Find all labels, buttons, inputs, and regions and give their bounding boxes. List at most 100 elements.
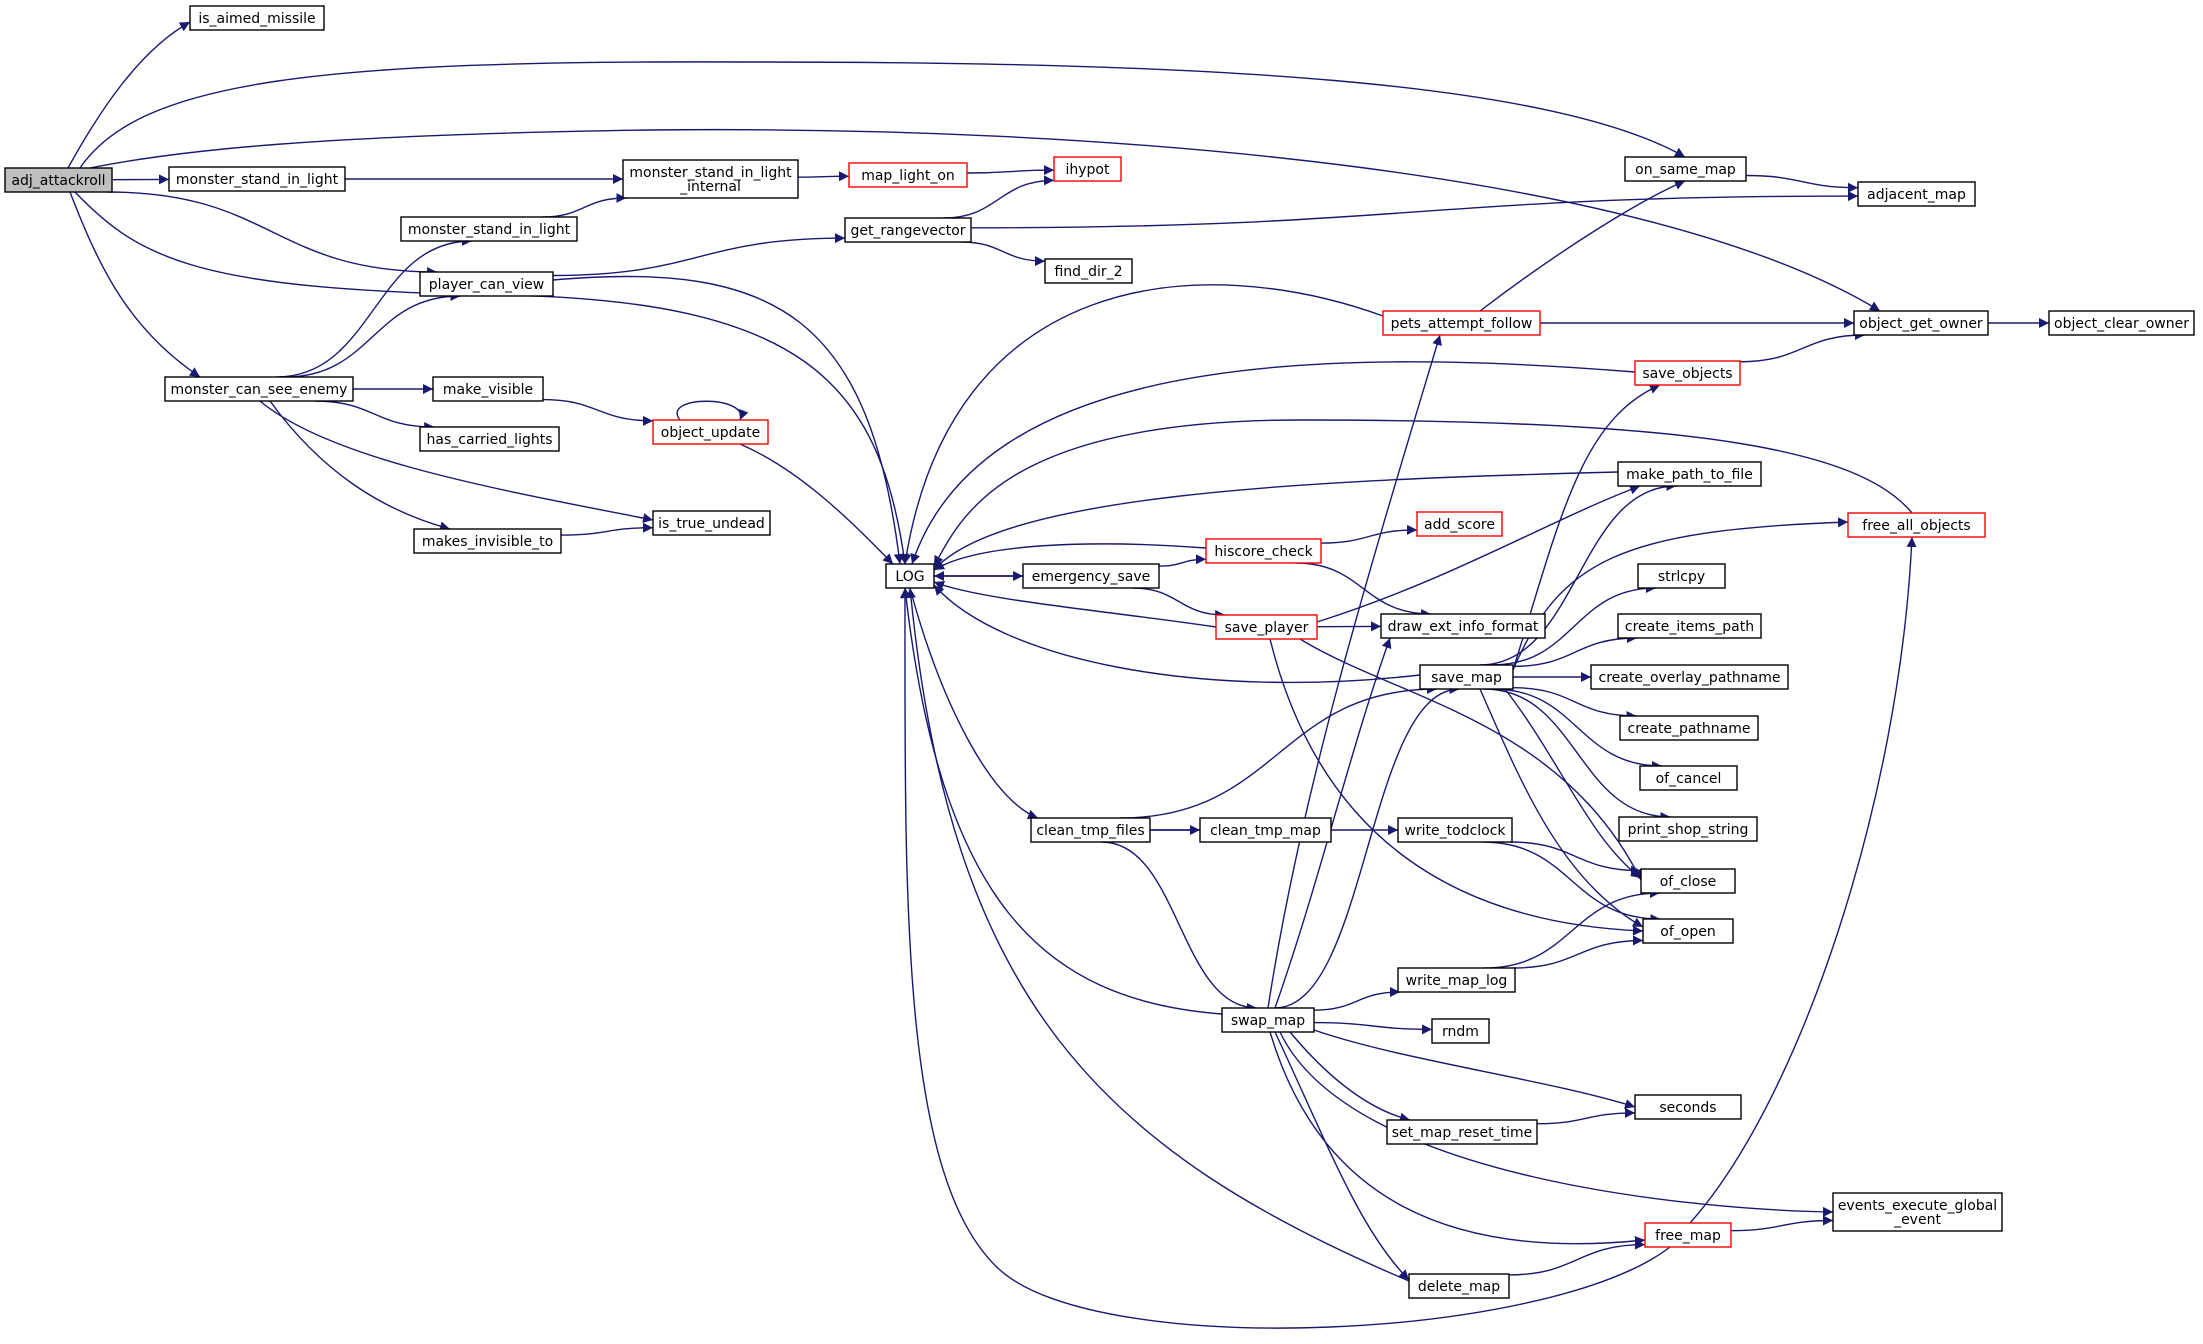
node-save-map[interactable]: save_map (1419, 664, 1514, 690)
edge-group (1536, 1107, 1636, 1125)
edge-get_rangevector-to-ihypot (943, 175, 1055, 219)
node-clean-tmp-files[interactable]: clean_tmp_files (1030, 817, 1151, 843)
node-label: is_aimed_missile (198, 11, 315, 27)
node-is-true-undead[interactable]: is_true_undead (652, 510, 771, 536)
edge-monster_can_see_enemy-to-makes_invisible_to (269, 400, 451, 532)
node-get-rangevector[interactable]: get_rangevector (844, 217, 972, 243)
node-add-score[interactable]: add_score (1416, 511, 1503, 537)
node-rndm[interactable]: rndm (1431, 1018, 1490, 1044)
node-monster-can-see-enemy[interactable]: monster_can_see_enemy (164, 376, 354, 402)
edge-save_map-to-create_pathname (1512, 687, 1637, 721)
node-object-clear-owner[interactable]: object_clear_owner (2048, 310, 2195, 336)
edge-group (1508, 1239, 1646, 1276)
node-label: add_score (1424, 517, 1495, 533)
node-map-light-on[interactable]: map_light_on (848, 162, 968, 188)
node-label: on_same_map (1635, 162, 1736, 178)
edge-group (1158, 554, 1207, 567)
node-clean-tmp-map[interactable]: clean_tmp_map (1199, 817, 1332, 843)
node-label: map_light_on (861, 168, 955, 184)
node-swap-map[interactable]: swap_map (1221, 1007, 1315, 1033)
node-monster-stand-in-light2[interactable]: monster_stand_in_light (400, 216, 578, 242)
node-events-execute-global-event[interactable]: events_execute_global_event (1832, 1192, 2003, 1232)
edges-layer (67, 21, 2049, 1329)
node-of-close[interactable]: of_close (1640, 868, 1736, 894)
node-make-visible[interactable]: make_visible (432, 376, 544, 402)
node-box (1639, 765, 1738, 791)
node-object-update[interactable]: object_update (652, 419, 769, 445)
edge-group (1492, 688, 1663, 771)
node-box (1853, 310, 1989, 336)
node-hiscore-check[interactable]: hiscore_check (1205, 538, 1322, 564)
node-box (844, 217, 972, 243)
node-draw-ext-info-format[interactable]: draw_ext_info_format (1380, 613, 1546, 639)
node-label: seconds (1659, 1100, 1716, 1116)
node-label: get_rangevector (850, 223, 965, 239)
node-label: has_carried_lights (427, 432, 553, 448)
node-adjacent-map[interactable]: adjacent_map (1857, 181, 1976, 207)
edge-group (1730, 1215, 1834, 1232)
node-label: create_pathname (1628, 721, 1751, 737)
edge-hiscore_check-to-LOG (933, 543, 1207, 571)
node-of-open[interactable]: of_open (1642, 918, 1734, 944)
node-box (1617, 613, 1762, 639)
node-label: free_all_objects (1862, 518, 1970, 534)
node-is-aimed-missile[interactable]: is_aimed_missile (189, 5, 325, 31)
edge-group (899, 587, 1671, 1329)
node-create-overlay-pathname[interactable]: create_overlay_pathname (1590, 664, 1789, 690)
edge-swap_map-to-events_execute_global_event (1279, 1031, 1834, 1217)
node-create-pathname[interactable]: create_pathname (1619, 715, 1759, 741)
node-player-can-view[interactable]: player_can_view (419, 271, 554, 297)
node-save-player[interactable]: save_player (1215, 614, 1318, 640)
edge-group (1745, 174, 1859, 193)
node-LOG[interactable]: LOG (885, 563, 935, 589)
edge-free_map-to-free_all_objects (1689, 536, 1917, 1224)
edge-write_todclock-to-of_open (1482, 841, 1661, 924)
edge-save_map-to-make_path_to_file (1479, 481, 1677, 666)
edge-hiscore_check-to-draw_ext_info_format (1295, 562, 1432, 619)
node-on-same-map[interactable]: on_same_map (1624, 156, 1747, 182)
node-of-cancel[interactable]: of_cancel (1639, 765, 1738, 791)
node-label: write_map_log (1406, 973, 1508, 989)
node-print-shop-string[interactable]: print_shop_string (1618, 816, 1758, 842)
node-box (885, 563, 935, 589)
edge-save_map-to-LOG (933, 584, 1421, 684)
node-adj-attackroll[interactable]: adj_attackroll (4, 167, 113, 193)
node-label: object_clear_owner (2054, 316, 2189, 332)
node-delete-map[interactable]: delete_map (1408, 1273, 1510, 1299)
node-seconds[interactable]: seconds (1634, 1094, 1742, 1120)
node-box (419, 426, 560, 452)
node-box (1431, 1018, 1490, 1044)
node-ihypot[interactable]: ihypot (1053, 156, 1122, 182)
node-box (1205, 538, 1322, 564)
node-set-map-reset-time[interactable]: set_map_reset_time (1386, 1119, 1538, 1145)
node-write-map-log[interactable]: write_map_log (1397, 967, 1516, 993)
edge-group (552, 233, 846, 277)
node-pets-attempt-follow[interactable]: pets_attempt_follow (1382, 310, 1541, 336)
node-monster-stand-in-light[interactable]: monster_stand_in_light (168, 166, 346, 192)
node-box (1030, 817, 1151, 843)
node-write-todclock[interactable]: write_todclock (1397, 817, 1513, 843)
node-make-path-to-file[interactable]: make_path_to_file (1617, 461, 1762, 487)
edge-get_rangevector-to-adjacent_map (970, 191, 1859, 229)
node-emergency-save[interactable]: emergency_save (1022, 563, 1160, 589)
node-free-all-objects[interactable]: free_all_objects (1847, 512, 1986, 538)
node-find-dir-2[interactable]: find_dir_2 (1044, 258, 1133, 284)
node-box (400, 216, 578, 242)
node-box (1619, 715, 1759, 741)
node-strlcpy[interactable]: strlcpy (1637, 563, 1726, 589)
node-object-get-owner[interactable]: object_get_owner (1853, 310, 1989, 336)
node-label: draw_ext_info_format (1388, 619, 1539, 635)
node-free-map[interactable]: free_map (1644, 1222, 1732, 1248)
edge-hiscore_check-to-add_score (1320, 524, 1418, 544)
node-box (1637, 563, 1726, 589)
node-has-carried-lights[interactable]: has_carried_lights (419, 426, 560, 452)
edge-adj_attackroll-to-monster_can_see_enemy (69, 191, 201, 378)
edge-group (276, 236, 472, 378)
node-create-items-path[interactable]: create_items_path (1617, 613, 1762, 639)
edge-monster_stand_in_light2-to-monster_stand_in_light_internal (542, 193, 627, 218)
node-monster-stand-in-light-internal[interactable]: monster_stand_in_light_internal (622, 159, 799, 199)
edge-monster_can_see_enemy-to-player_can_view (284, 291, 461, 378)
node-makes-invisible-to[interactable]: makes_invisible_to (413, 528, 562, 554)
node-save-objects[interactable]: save_objects (1634, 360, 1741, 386)
edge-group (1132, 587, 1226, 620)
